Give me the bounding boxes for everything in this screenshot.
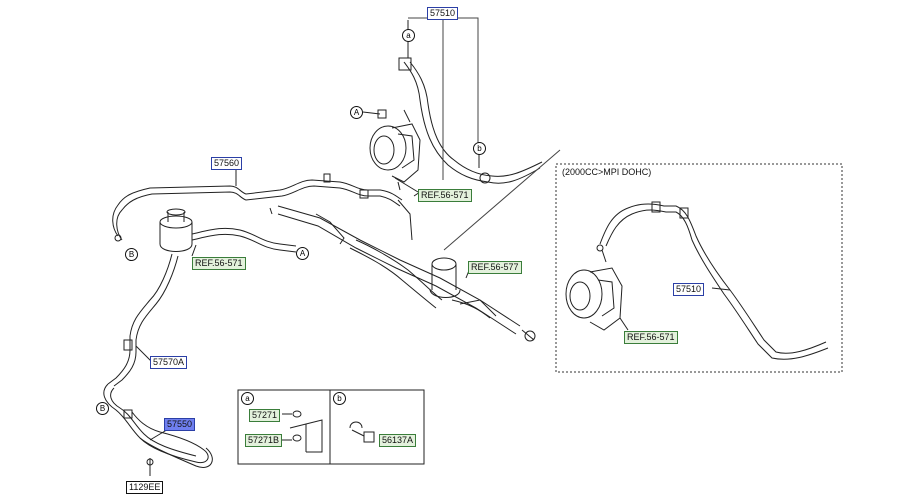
steering-gear [269, 199, 536, 342]
callout-A-mid: A [296, 247, 309, 260]
callout-a-top: a [402, 29, 415, 42]
reservoir [159, 208, 193, 252]
inset-hose [596, 201, 829, 360]
inset-pump [565, 249, 623, 331]
part-label-56137A[interactable]: 56137A [379, 434, 417, 447]
part-label-57271[interactable]: 57271 [249, 409, 281, 422]
detail-b-parts [349, 421, 375, 443]
inset-caption: (2000CC>MPI DOHC) [562, 167, 652, 177]
ref-label-reservoir[interactable]: REF.56-571 [192, 257, 246, 270]
return-hose-57560 [112, 179, 403, 237]
detail-callout-a: a [241, 392, 254, 405]
part-label-57550[interactable]: 57550 [164, 418, 196, 431]
detail-box [237, 389, 425, 465]
pressure-hose-top [403, 61, 489, 183]
detail-a-parts [282, 410, 323, 453]
part-label-57570A[interactable]: 57570A [150, 356, 188, 369]
ref-label-top[interactable]: REF.56-571 [418, 189, 472, 202]
part-label-57510-top[interactable]: 57510 [427, 7, 459, 20]
ref-label-rack[interactable]: REF.56-577 [468, 261, 522, 274]
callout-A-top: A [350, 106, 363, 119]
part-label-57510-inset[interactable]: 57510 [673, 283, 705, 296]
callout-B-low: B [96, 402, 109, 415]
part-label-57271B[interactable]: 57271B [245, 434, 283, 447]
ref-label-inset[interactable]: REF.56-571 [624, 331, 678, 344]
part-label-1129EE[interactable]: 1129EE [126, 481, 164, 494]
callout-B-left: B [125, 248, 138, 261]
part-label-57560[interactable]: 57560 [211, 157, 243, 170]
variant-inset-frame [555, 163, 843, 373]
callout-b-top: b [473, 142, 486, 155]
cooler-loop [103, 383, 213, 468]
detail-callout-b: b [333, 392, 346, 405]
pump-top [369, 109, 421, 191]
